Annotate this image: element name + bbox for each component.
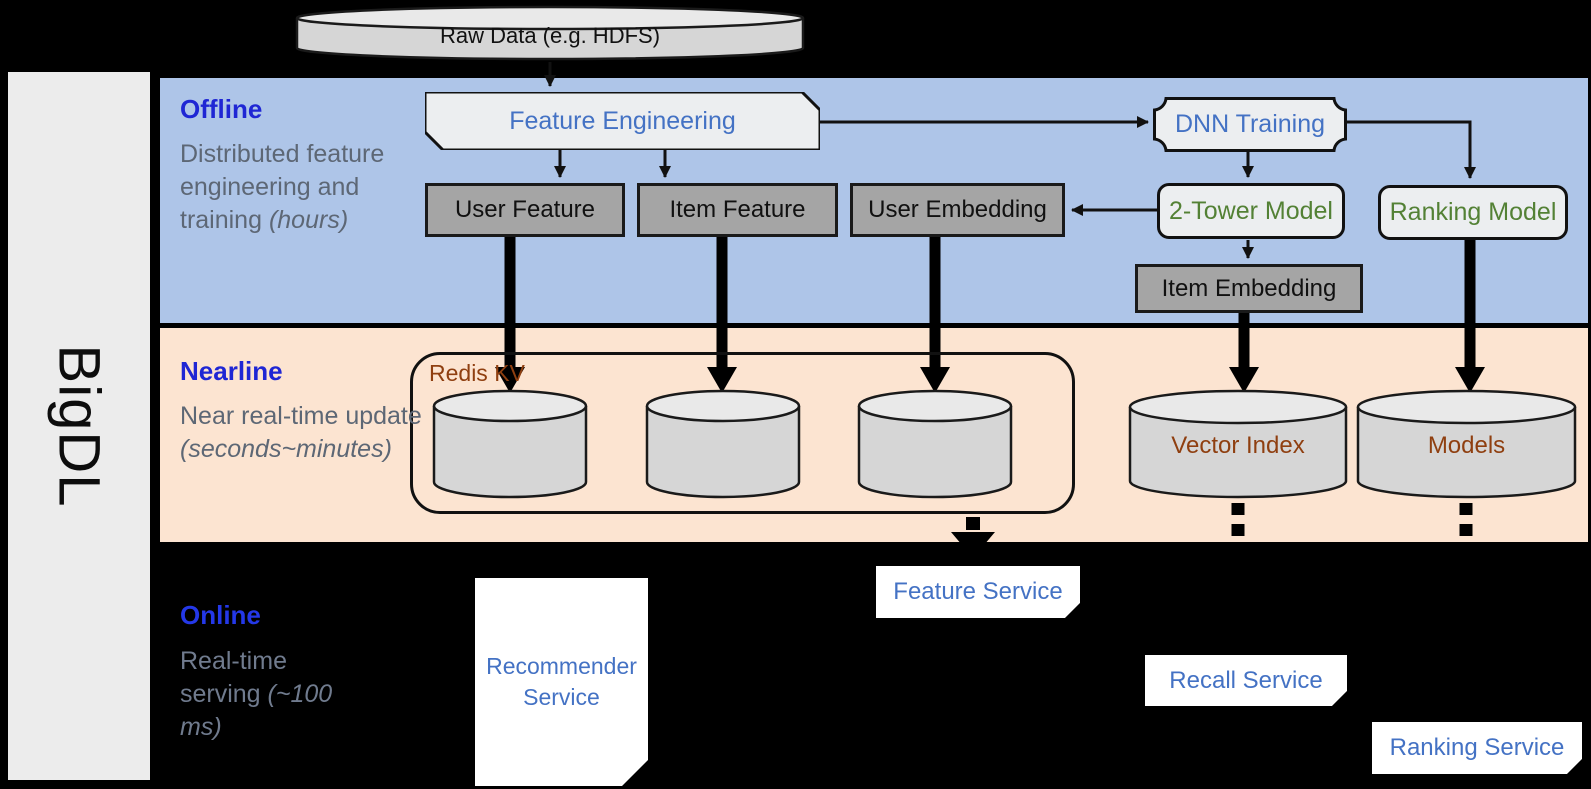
offline-section-title: Offline	[180, 94, 263, 124]
models-cylinder: Models	[1356, 388, 1577, 500]
snip-corner-shape-icon	[425, 92, 820, 150]
nearline-section-title: Nearline	[180, 356, 283, 386]
vector-index-label: Vector Index	[1171, 432, 1305, 460]
redis-kv-label: Redis KV	[429, 360, 525, 386]
feature-service-label: Feature Service	[893, 578, 1063, 605]
item-feature-label: Item Feature	[669, 196, 806, 223]
nearline-time-note: (seconds~minutes)	[180, 435, 392, 463]
cylinder-shape-icon	[432, 389, 588, 499]
ranking-model-box: Ranking Model	[1378, 185, 1568, 240]
recommender-service-label: Recommender Service	[486, 652, 637, 710]
models-label: Models	[1427, 432, 1506, 460]
two-tower-model-box: 2-Tower Model	[1157, 183, 1345, 239]
arrow-dnn-to-ranking-model	[1347, 120, 1476, 179]
ranking-model-label: Ranking Model	[1389, 198, 1557, 226]
dashed-link-arrowhead	[951, 532, 995, 558]
cylinder-shape-icon	[645, 389, 801, 499]
item-feature-box: Item Feature	[637, 183, 838, 237]
two-tower-model-label: 2-Tower Model	[1169, 196, 1333, 225]
dnn-training-box: DNN Training	[1153, 97, 1347, 152]
kv-store-cylinder-2	[645, 388, 801, 500]
ranking-service-label: Ranking Service	[1389, 734, 1565, 761]
plaque-shape-icon	[1153, 97, 1347, 152]
raw-data-cylinder: Raw Data (e.g. HDFS)	[295, 4, 805, 62]
recall-service-box: Recall Service	[1145, 655, 1347, 706]
dnn-training-label: DNN Training	[1174, 110, 1326, 138]
ranking-service-box: Ranking Service	[1372, 722, 1582, 774]
user-feature-box: User Feature	[425, 183, 625, 237]
recommender-service-document: Recommender Service	[475, 578, 648, 786]
recall-service-label: Recall Service	[1169, 666, 1323, 694]
item-embedding-box: Item Embedding	[1135, 264, 1363, 313]
kv-store-cylinder-3	[857, 388, 1013, 500]
offline-time-note: (hours)	[268, 206, 349, 234]
cylinder-shape-icon	[857, 389, 1013, 499]
nearline-section-description: Near real-time update (seconds~minutes)	[180, 402, 422, 463]
bigdl-sidebar: BigDL	[8, 72, 150, 780]
feature-engineering-label: Feature Engineering	[509, 106, 736, 135]
vector-index-cylinder: Vector Index	[1128, 388, 1348, 500]
online-section-title: Online	[180, 600, 261, 630]
user-embedding-box: User Embedding	[850, 183, 1065, 237]
online-section-description: Real-time serving (~100 ms)	[180, 647, 333, 741]
online-time-note: (~100 ms)	[180, 680, 333, 741]
feature-service-box: Feature Service	[876, 566, 1080, 618]
item-embedding-label: Item Embedding	[1161, 274, 1337, 302]
feature-engineering-box: Feature Engineering	[425, 92, 820, 150]
user-embedding-label: User Embedding	[868, 196, 1047, 223]
offline-section-description: Distributed feature engineering and trai…	[180, 140, 385, 234]
user-feature-label: User Feature	[454, 196, 596, 223]
raw-data-label: Raw Data (e.g. HDFS)	[439, 23, 661, 48]
cylinder-shape-icon	[295, 5, 805, 61]
kv-store-cylinder-1	[432, 388, 588, 500]
cylinder-shape-icon	[1128, 389, 1348, 499]
cylinder-shape-icon	[1356, 389, 1577, 499]
